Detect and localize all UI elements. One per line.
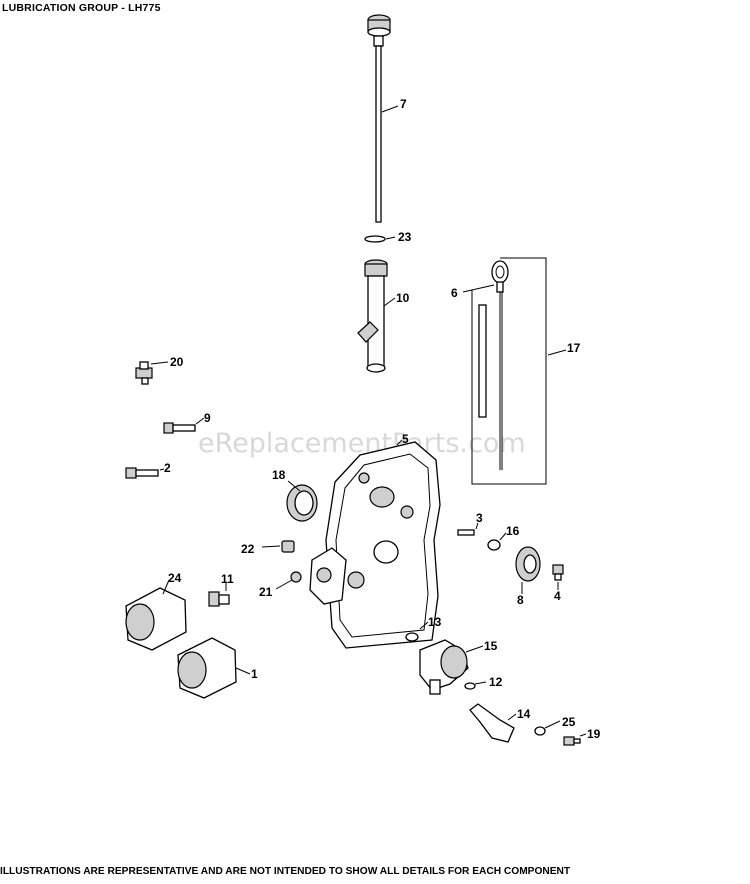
part-oil-seal[interactable] (286, 484, 318, 522)
part-o-ring-23[interactable] (364, 235, 386, 243)
part-bolt-4[interactable] (552, 564, 564, 581)
callout-5[interactable]: 5 (402, 432, 409, 446)
callout-10[interactable]: 10 (396, 291, 410, 305)
callout-8[interactable]: 8 (517, 593, 524, 607)
callout-19[interactable]: 19 (587, 727, 601, 741)
part-fitting-11[interactable] (208, 591, 230, 607)
part-plug-22[interactable] (281, 540, 295, 553)
callout-25[interactable]: 25 (562, 715, 576, 729)
callout-11[interactable]: 11 (221, 572, 234, 586)
part-o-ring-12[interactable] (464, 682, 476, 690)
callout-2[interactable]: 2 (164, 461, 171, 475)
diagram-title: LUBRICATION GROUP - LH775 (2, 2, 161, 14)
part-oil-filter-1[interactable] (177, 637, 237, 699)
callout-22[interactable]: 22 (241, 542, 255, 556)
callout-4[interactable]: 4 (554, 589, 561, 603)
callout-1[interactable]: 1 (251, 667, 258, 681)
part-dipstick-tube[interactable] (367, 14, 391, 223)
callout-14[interactable]: 14 (517, 707, 531, 721)
callout-16[interactable]: 16 (506, 524, 520, 538)
part-gear-8[interactable] (515, 546, 541, 582)
part-oil-pickup[interactable] (469, 703, 515, 743)
callout-17[interactable]: 17 (567, 341, 581, 355)
callout-6[interactable]: 6 (451, 286, 458, 300)
callout-18[interactable]: 18 (272, 468, 286, 482)
callout-13[interactable]: 13 (428, 615, 442, 629)
part-washer-16[interactable] (487, 539, 501, 551)
part-o-ring-13[interactable] (405, 632, 419, 642)
part-21[interactable] (290, 571, 302, 583)
part-washer-25[interactable] (534, 726, 546, 736)
part-oil-sensor[interactable] (135, 361, 153, 385)
part-screw-9[interactable] (163, 422, 196, 434)
part-pin-3[interactable] (457, 529, 475, 536)
watermark: eReplacementParts.com (198, 428, 526, 459)
part-oil-pump[interactable] (419, 639, 469, 695)
leader-lines (150, 105, 587, 737)
callout-15[interactable]: 15 (484, 639, 498, 653)
callout-24[interactable]: 24 (168, 571, 182, 585)
part-closure-plate[interactable] (309, 441, 441, 649)
callout-20[interactable]: 20 (170, 355, 184, 369)
part-dipstick-tube-lower[interactable] (357, 259, 388, 373)
callout-21[interactable]: 21 (259, 585, 273, 599)
part-dipstick[interactable] (478, 260, 509, 470)
kit-box-17 (471, 257, 547, 485)
callout-9[interactable]: 9 (204, 411, 211, 425)
callout-3[interactable]: 3 (476, 511, 483, 525)
callout-12[interactable]: 12 (489, 675, 503, 689)
part-screw-19[interactable] (563, 736, 581, 746)
callout-23[interactable]: 23 (398, 230, 412, 244)
part-oil-filter-24[interactable] (125, 587, 187, 651)
disclaimer-footer: ILLUSTRATIONS ARE REPRESENTATIVE AND ARE… (0, 866, 571, 877)
part-screw-2[interactable] (125, 467, 159, 479)
callout-7[interactable]: 7 (400, 97, 407, 111)
